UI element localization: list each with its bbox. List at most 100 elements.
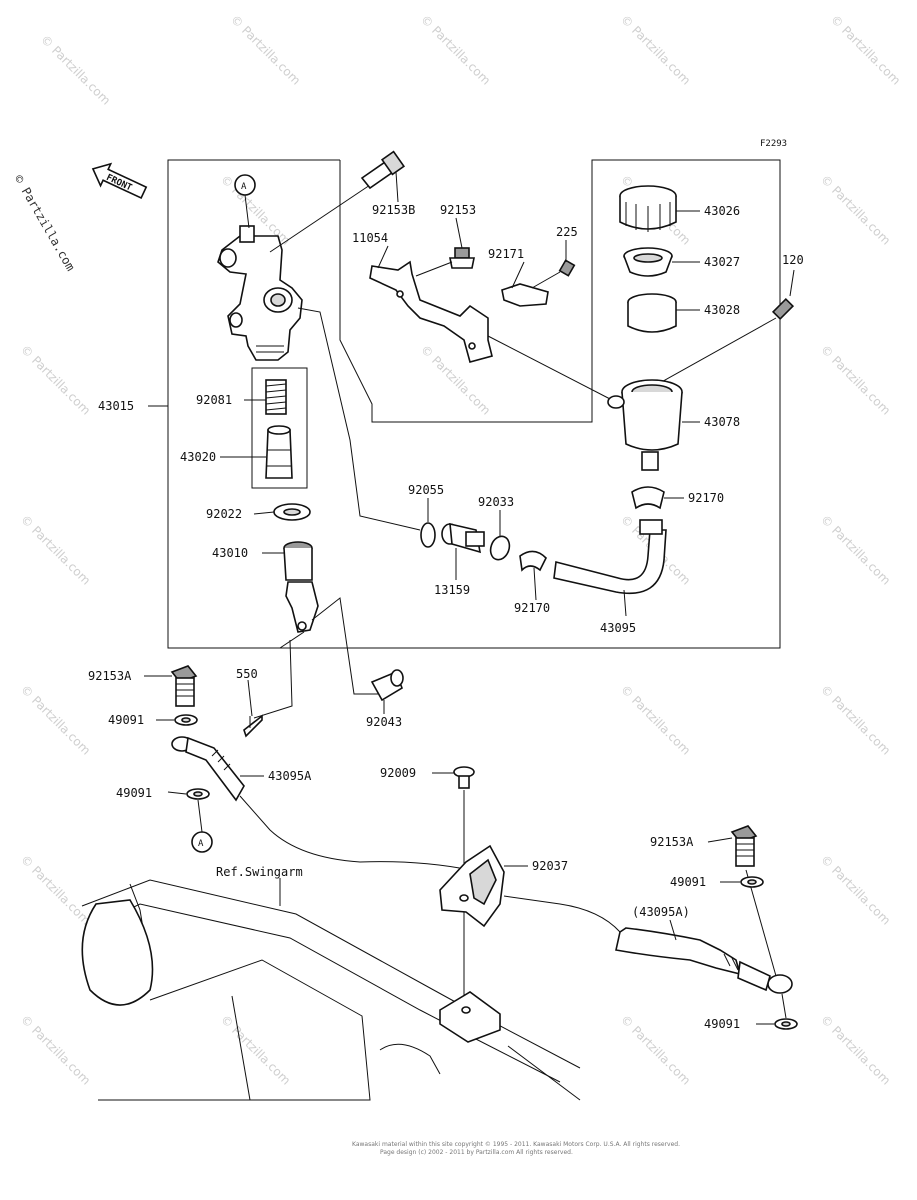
label-120: 120 — [782, 253, 804, 267]
washer-49091-b — [186, 788, 210, 800]
diaphragm-plate-43027 — [623, 247, 673, 277]
label-92043: 92043 — [366, 715, 402, 729]
marker-a-label: A — [198, 839, 204, 849]
watermark: © Partzilla.com — [618, 1012, 693, 1087]
reservoir-cap-43026 — [619, 185, 677, 232]
side-watermark: © Partzilla.com — [11, 173, 77, 274]
label-92170-upper: 92170 — [688, 491, 724, 505]
label-43020: 43020 — [180, 450, 216, 464]
watermark: © Partzilla.com — [18, 342, 93, 417]
label-43095A: 43095A — [268, 769, 312, 783]
banjo-hose-43095A — [171, 736, 471, 871]
master-cylinder-43015 — [217, 225, 303, 361]
leader-lines — [144, 171, 795, 1025]
watermark: © Partzilla.com — [818, 1012, 893, 1087]
spring-92081 — [265, 379, 287, 415]
bolt-92153A-right — [730, 825, 777, 977]
label-43027: 43027 — [704, 255, 740, 269]
clip-92171 — [501, 283, 549, 307]
label-49091-a: 49091 — [108, 713, 144, 727]
o-ring-92055 — [420, 522, 436, 548]
washer-92022 — [273, 503, 311, 521]
label-49091-c: 49091 — [670, 875, 706, 889]
watermark: © Partzilla.com — [38, 32, 113, 107]
watermark: © Partzilla.com — [218, 1012, 293, 1087]
reservoir-43078 — [607, 379, 683, 471]
watermark: © Partzilla.com — [618, 12, 693, 87]
cotter-pin-550 — [243, 714, 263, 738]
label-92170-lower: 92170 — [514, 601, 550, 615]
watermark: © Partzilla.com — [18, 852, 93, 927]
figure-code: F2293 — [760, 139, 787, 149]
label-11054: 11054 — [352, 231, 388, 245]
front-arrow-icon: FRONT — [91, 162, 148, 200]
watermark: © Partzilla.com — [418, 12, 493, 87]
label-ref-swingarm: Ref.Swingarm — [216, 865, 303, 879]
push-rod-43010 — [279, 541, 319, 649]
bolt-92153A-left — [170, 665, 198, 707]
label-92153B: 92153B — [372, 203, 415, 217]
watermark: © Partzilla.com — [228, 12, 303, 87]
watermark: © Partzilla.com — [618, 682, 693, 757]
label-13159: 13159 — [434, 583, 470, 597]
screw-225 — [531, 259, 576, 289]
marker-a-top: A — [234, 174, 256, 229]
label-92009: 92009 — [380, 766, 416, 780]
label-49091-d: 49091 — [704, 1017, 740, 1031]
watermark: © Partzilla.com — [18, 1012, 93, 1087]
watermark: © Partzilla.com — [818, 342, 893, 417]
watermark: © Partzilla.com — [818, 682, 893, 757]
footer: Kawasaki material within this site copyr… — [352, 1141, 680, 1156]
piston-43020 — [265, 425, 293, 479]
watermark: © Partzilla.com — [18, 512, 93, 587]
diaphragm-43028 — [627, 293, 677, 333]
hose-guide-92037 — [439, 844, 505, 928]
marker-a-label: A — [241, 182, 247, 192]
bracket-11054 — [369, 260, 613, 401]
hose-43095 — [553, 519, 667, 594]
pin-92043 — [370, 669, 404, 702]
label-92055: 92055 — [408, 483, 444, 497]
watermark: © Partzilla.com — [818, 852, 893, 927]
label-225: 225 — [556, 225, 578, 239]
hose-43095A-ref — [503, 895, 793, 994]
label-43078: 43078 — [704, 415, 740, 429]
watermark: © Partzilla.com — [18, 682, 93, 757]
watermark: © Partzilla.com — [818, 512, 893, 587]
label-92022: 92022 — [206, 507, 242, 521]
marker-a-bottom: A — [191, 799, 213, 853]
assembly-frames — [148, 159, 781, 649]
watermarks: © Partzilla.com © Partzilla.com © Partzi… — [18, 12, 903, 1087]
label-43026: 43026 — [704, 204, 740, 218]
label-43095: 43095 — [600, 621, 636, 635]
clamp-92170-lower — [519, 550, 547, 572]
label-43028: 43028 — [704, 303, 740, 317]
label-92171: 92171 — [488, 247, 524, 261]
circlip-92033 — [489, 535, 511, 561]
bolt-92153B — [269, 150, 406, 253]
label-92153A-left: 92153A — [88, 669, 132, 683]
label-92153A-right: 92153A — [650, 835, 694, 849]
part-labels: 92153B 92153 11054 92171 225 43026 43027… — [88, 203, 804, 1031]
label-92081: 92081 — [196, 393, 232, 407]
connector-lines — [253, 307, 421, 719]
label-43015: 43015 — [98, 399, 134, 413]
washer-49091-c — [740, 876, 764, 888]
watermark: © Partzilla.com — [818, 172, 893, 247]
washer-49091-a — [174, 714, 198, 726]
bolt-92153 — [415, 247, 475, 277]
swingarm-reference — [81, 878, 581, 1101]
label-43095A-ref: (43095A) — [632, 905, 690, 919]
label-92037: 92037 — [532, 859, 568, 873]
label-92033: 92033 — [478, 495, 514, 509]
label-49091-b: 49091 — [116, 786, 152, 800]
label-43010: 43010 — [212, 546, 248, 560]
fitting-13159 — [441, 522, 485, 554]
footer-design: Page design (c) 2002 - 2011 by Partzilla… — [380, 1149, 573, 1156]
watermark: © Partzilla.com — [828, 12, 903, 87]
label-550: 550 — [236, 667, 258, 681]
label-92153: 92153 — [440, 203, 476, 217]
washer-49091-d — [774, 993, 798, 1030]
footer-copyright: Kawasaki material within this site copyr… — [352, 1141, 680, 1148]
